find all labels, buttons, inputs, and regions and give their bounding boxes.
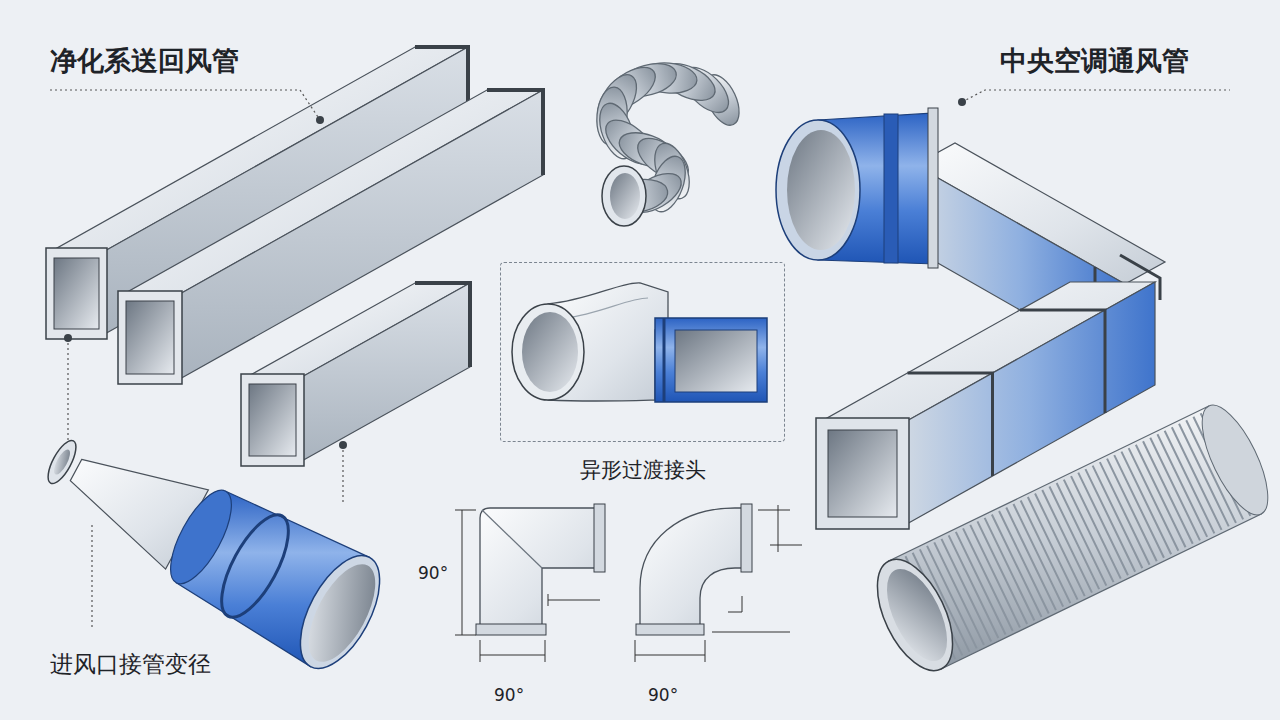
transition-square-opening	[675, 330, 757, 392]
reducer-inlet-flange	[43, 437, 82, 488]
duct-end-frame	[46, 248, 107, 339]
hose-end-opening	[610, 173, 640, 219]
callout-label: 中央空调通风管	[1000, 46, 1189, 76]
flex-duct-far-end	[1189, 396, 1280, 523]
transition-seam	[565, 298, 648, 318]
round-duct-band	[884, 114, 898, 263]
round-duct-opening	[787, 130, 855, 250]
dimension-bracket	[728, 596, 742, 612]
duct-opening	[828, 430, 897, 517]
dimension-label: 90°	[494, 686, 524, 705]
dimension-label: 90°	[648, 686, 678, 705]
callout-label: 进风口接管变径	[50, 652, 211, 677]
duct-opening	[126, 301, 174, 374]
dimension-line	[480, 655, 545, 656]
transition-round-rim	[512, 304, 584, 400]
reducer-band	[159, 482, 244, 593]
round-duct-flange	[928, 108, 938, 268]
transition-square-end	[655, 318, 767, 402]
elbow-mitre-seam	[482, 510, 542, 568]
leader-line	[962, 90, 1230, 102]
elbow-flange	[476, 624, 546, 635]
mitred-elbow	[480, 508, 598, 630]
reducer-outlet-rim	[284, 543, 396, 681]
leader-dot	[958, 98, 966, 106]
duct-opening	[249, 384, 296, 456]
transition-joint-box: 异形过渡接头	[500, 262, 785, 442]
dimension-lines	[635, 505, 802, 662]
reducer-outlet-opening	[295, 554, 389, 672]
duct-end-frame	[241, 374, 304, 466]
duct-flange	[487, 90, 543, 175]
dimension-tick	[455, 635, 476, 636]
round-duct-rim	[776, 120, 860, 260]
reducer-band	[209, 505, 302, 626]
dimension-line	[462, 510, 463, 635]
dimension-line	[635, 655, 705, 656]
flex-duct-ribs	[915, 460, 1235, 615]
leader-dot	[64, 334, 72, 342]
dimension-tick	[545, 640, 546, 662]
elbow-flange	[636, 624, 704, 635]
duct-opening	[54, 258, 99, 329]
flex-duct-opening	[875, 560, 960, 670]
leader-line	[50, 90, 320, 120]
duct-end-frame	[118, 291, 182, 384]
dimension-line	[712, 632, 790, 633]
leader-dot	[339, 441, 347, 449]
elbow-flange	[594, 504, 605, 572]
transition-round-opening	[522, 312, 578, 392]
dimension-tick	[758, 510, 790, 511]
node-label: 异形过渡接头	[501, 456, 784, 484]
dimension-tick	[770, 545, 802, 546]
flex-duct-rim	[862, 548, 968, 682]
duct-flange	[1020, 310, 1105, 413]
dimension-tick	[705, 640, 706, 662]
leader-dot	[316, 116, 324, 124]
dimension-tick	[455, 510, 476, 511]
hose-end-rim	[602, 166, 646, 226]
leader-line	[342, 445, 343, 505]
leader-line	[91, 525, 92, 628]
leader-line	[67, 338, 68, 440]
duct-flange	[908, 373, 993, 476]
callout-label: 净化系送回风管	[50, 46, 239, 76]
dimension-label: 90°	[418, 564, 448, 583]
duct-end-frame	[816, 418, 909, 529]
reducer-inlet-opening	[51, 447, 73, 476]
duct-side-face	[178, 90, 543, 380]
transition-flange	[663, 318, 666, 402]
dimension-tick	[635, 640, 636, 662]
dimension-lines	[455, 510, 600, 662]
elbow-flange	[741, 504, 752, 572]
dimension-line	[548, 600, 600, 601]
duct-flange	[415, 283, 470, 367]
duct-side-face	[300, 283, 470, 462]
curved-elbow	[640, 508, 745, 632]
flex-hose	[590, 56, 747, 220]
dimension-tick	[480, 640, 481, 662]
dimension-tick	[548, 594, 549, 606]
